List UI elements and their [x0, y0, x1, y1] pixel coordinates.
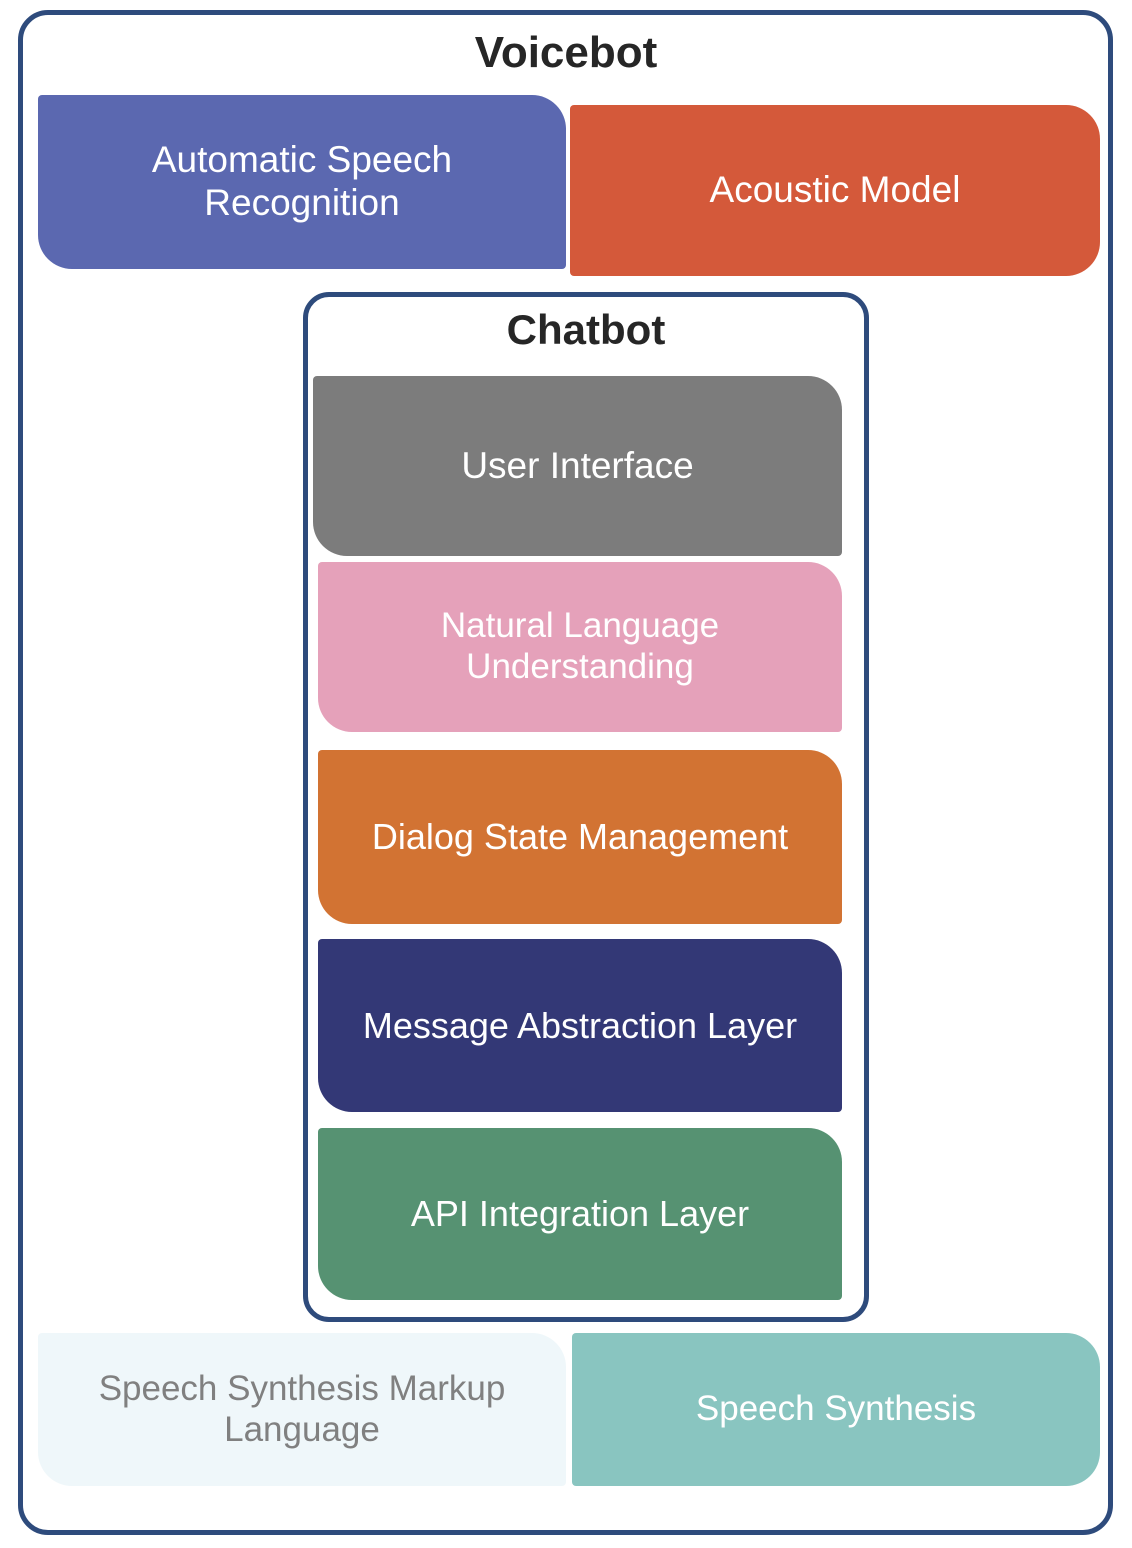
chatbot-title: Chatbot	[506, 306, 666, 353]
block-speech-synthesis-markup-language-label: Speech Synthesis Markup Language	[98, 1368, 506, 1449]
block-automatic-speech-recognition-label: Automatic Speech Recognition	[151, 139, 453, 223]
block-speech-synthesis: Speech Synthesis	[572, 1333, 1100, 1486]
block-speech-synthesis-markup-language: Speech Synthesis Markup Language	[38, 1333, 566, 1486]
block-user-interface-label: User Interface	[461, 444, 694, 486]
block-message-abstraction-layer: Message Abstraction Layer	[318, 939, 842, 1112]
block-automatic-speech-recognition: Automatic Speech Recognition	[38, 95, 566, 269]
block-api-integration-layer: API Integration Layer	[318, 1128, 842, 1300]
block-acoustic-model-label: Acoustic Model	[709, 169, 961, 211]
block-dialog-state-management-label: Dialog State Management	[371, 816, 789, 858]
block-acoustic-model: Acoustic Model	[570, 105, 1100, 276]
block-speech-synthesis-label: Speech Synthesis	[695, 1389, 977, 1429]
block-message-abstraction-layer-label: Message Abstraction Layer	[362, 1004, 798, 1046]
block-dialog-state-management: Dialog State Management	[318, 750, 842, 924]
voicebot-title: Voicebot	[474, 28, 658, 77]
block-natural-language-understanding: Natural Language Understanding	[318, 562, 842, 732]
block-api-integration-layer-label: API Integration Layer	[410, 1193, 750, 1235]
block-natural-language-understanding-label: Natural Language Understanding	[440, 606, 720, 686]
block-user-interface: User Interface	[313, 376, 842, 556]
